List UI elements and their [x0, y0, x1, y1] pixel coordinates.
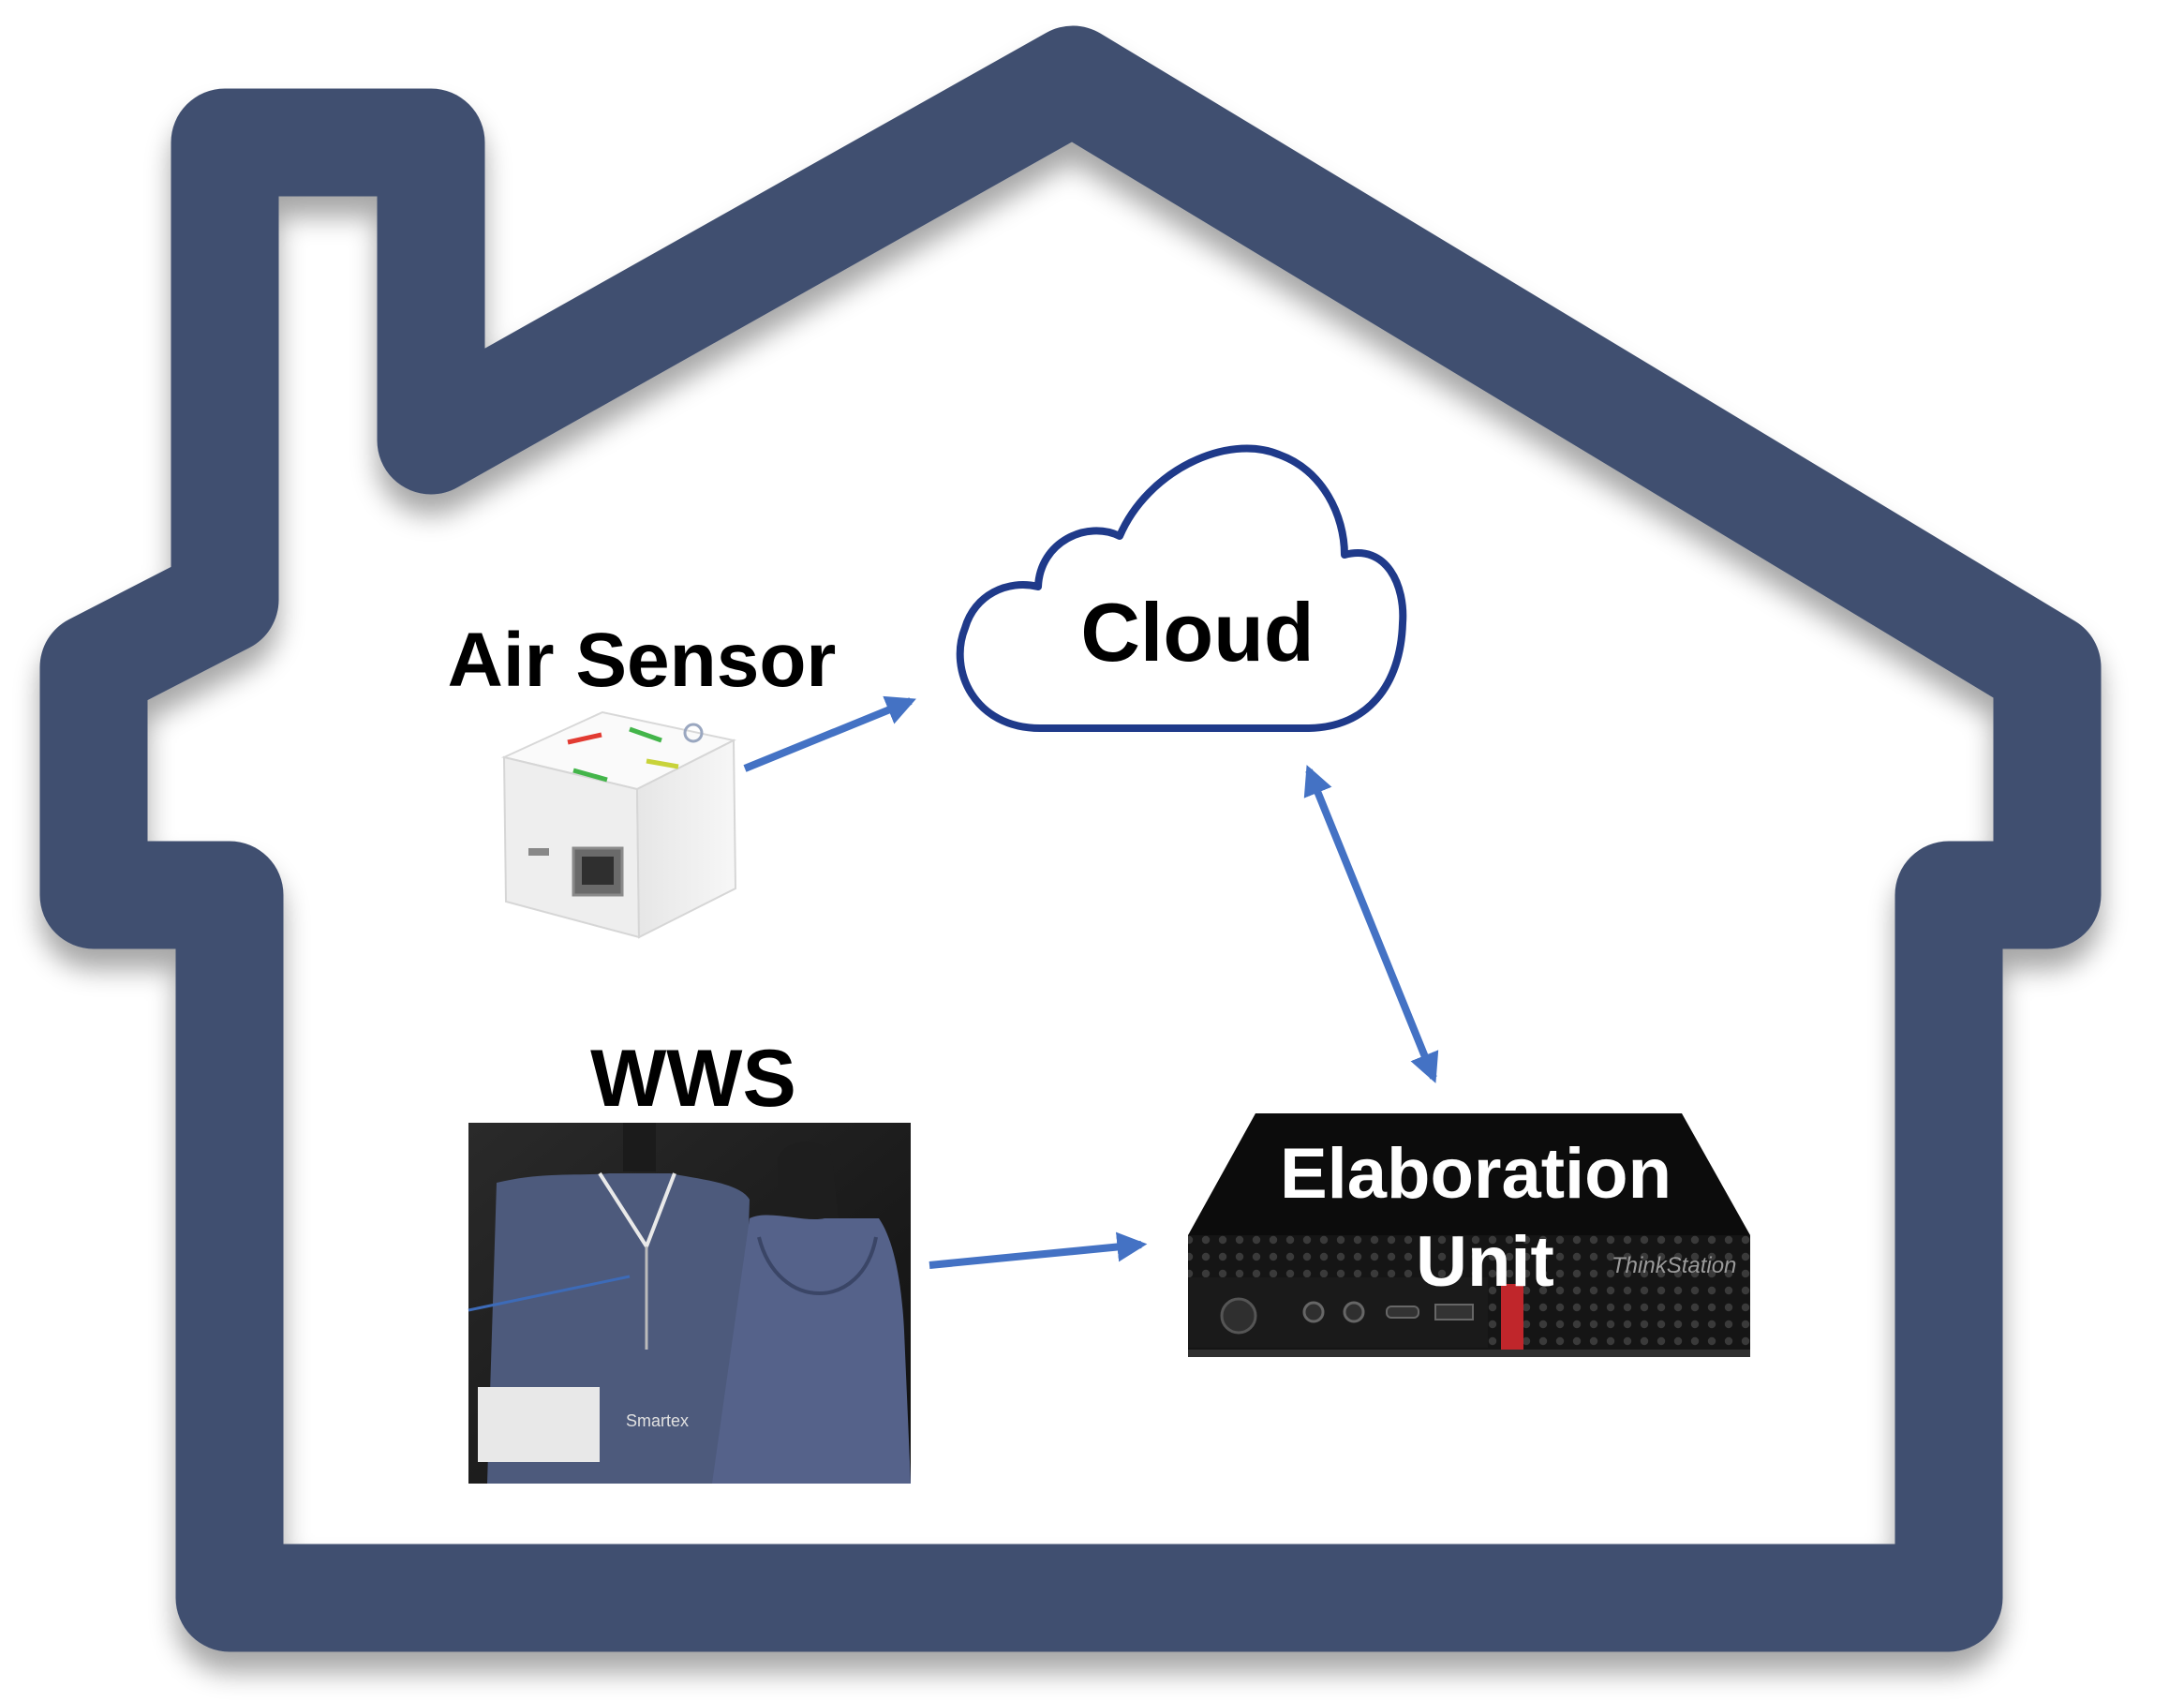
arrows	[743, 695, 1439, 1269]
cloud-label: Cloud	[1080, 586, 1314, 679]
air-sensor-label: Air Sensor	[448, 618, 837, 703]
wearable-vest-photo: Smartex	[468, 1123, 911, 1484]
arrow-cloud-elaboration-unit	[1303, 765, 1439, 1083]
house-outline	[39, 25, 2102, 1652]
air-sensor-device	[500, 710, 737, 939]
elaboration-unit-label-line1: Elaboration	[1280, 1134, 1671, 1214]
cloud-icon	[956, 444, 1407, 732]
arrow-wws-to-elaboration-unit	[929, 1231, 1148, 1269]
wws-label: WWS	[590, 1034, 796, 1124]
computer-brand-mark: ThinkStation	[1612, 1253, 1736, 1278]
cloud-node: Cloud	[956, 444, 1407, 732]
wws-node: WWS Smartex	[468, 1034, 911, 1484]
air-sensor-node: Air Sensor	[448, 618, 837, 939]
arrow-air-sensor-to-cloud	[743, 695, 916, 772]
vest-brand-mark: Smartex	[626, 1411, 689, 1430]
elaboration-unit-node: ThinkStation Elaboration Unit	[1188, 1113, 1750, 1357]
elaboration-unit-label-line2: Unit	[1416, 1222, 1554, 1302]
mini-pc-device: ThinkStation	[1188, 1113, 1750, 1357]
